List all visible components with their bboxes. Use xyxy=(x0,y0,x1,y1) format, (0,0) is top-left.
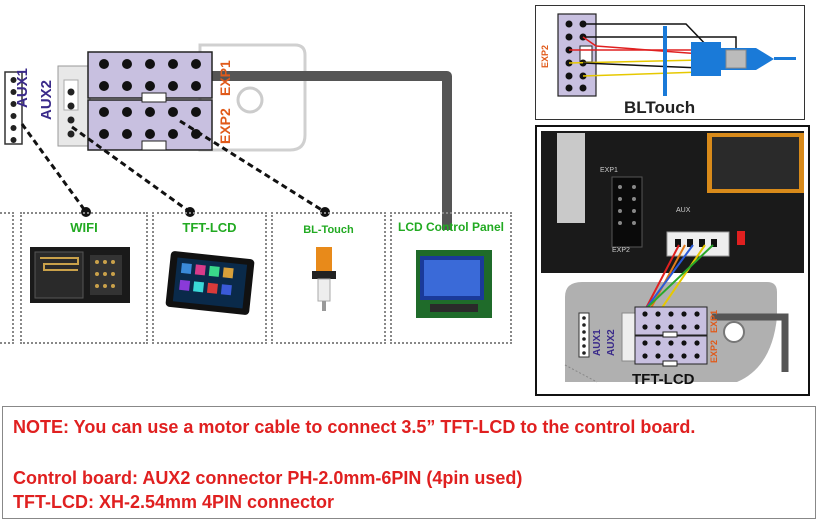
wifi-module-box: WIFI xyxy=(20,212,148,344)
note-line-1: NOTE: You can use a motor cable to conne… xyxy=(13,417,696,437)
connection-diagram xyxy=(4,43,492,318)
lcd-cable xyxy=(212,71,452,230)
board-photo-drawing xyxy=(541,131,804,383)
bltouch-wiring-panel: EXP2 BLTouch xyxy=(535,5,805,120)
wifi-module-image xyxy=(30,247,130,303)
bltouch-connector-label: EXP2 xyxy=(540,44,550,68)
photo-aux2-label: AUX2 xyxy=(606,329,617,356)
note-line-2: Control board: AUX2 connector PH-2.0mm-6… xyxy=(13,468,523,488)
tft-module-box: TFT-LCD xyxy=(152,212,267,344)
exp2-label: EXP2 xyxy=(217,108,233,144)
bltouch-module-box: BL-Touch xyxy=(271,212,386,344)
mount-hole xyxy=(236,86,264,114)
aux1-pins xyxy=(10,77,17,143)
photo-silk-exp1: EXP1 xyxy=(600,167,618,174)
bltouch-wiring-drawing xyxy=(557,13,796,97)
photo-silk-aux: AUX xyxy=(676,207,691,214)
bltouch-label: BL-Touch xyxy=(303,224,354,236)
note-box: NOTE: You can use a motor cable to conne… xyxy=(2,406,816,519)
tft-module-image xyxy=(165,251,255,315)
lcd-panel-image xyxy=(416,250,492,318)
aux2-label: AUX2 xyxy=(38,79,55,120)
tft-label: TFT-LCD xyxy=(182,220,237,235)
aux1-label: AUX1 xyxy=(14,67,31,108)
exp1-connector xyxy=(87,51,213,99)
photo-silk-exp2: EXP2 xyxy=(612,247,630,254)
aux2-pins xyxy=(67,88,75,138)
photo-aux1-label: AUX1 xyxy=(592,329,603,356)
note-line-3: TFT-LCD: XH-2.54mm 4PIN connector xyxy=(13,492,335,512)
bltouch-module-image xyxy=(312,247,336,311)
lcd-panel-label: LCD Control Panel xyxy=(397,220,504,234)
bltouch-title: BLTouch xyxy=(624,98,696,117)
exp-pins xyxy=(99,59,201,139)
board-photo-panel: EXP1 EXP2 AUX AUX1 AUX2 EXP1 EXP2 TFT-LC… xyxy=(535,125,810,396)
aux1-connector xyxy=(4,71,23,145)
partial-module-box xyxy=(0,212,14,344)
lcd-panel-module-box: LCD Control Panel xyxy=(390,212,512,344)
connection-lines xyxy=(20,119,326,214)
wifi-label: WIFI xyxy=(70,220,98,235)
exp1-label: EXP1 xyxy=(217,60,233,96)
photo-exp1-label: EXP1 xyxy=(709,309,719,333)
photo-caption: TFT-LCD xyxy=(632,371,695,388)
photo-exp2-label: EXP2 xyxy=(709,339,719,363)
